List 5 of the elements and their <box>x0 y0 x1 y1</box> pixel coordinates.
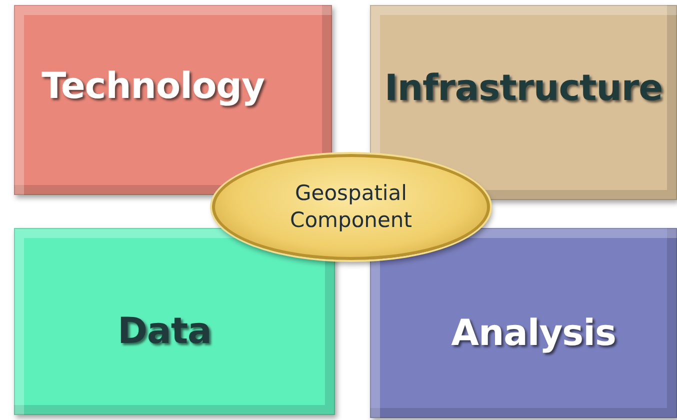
ellipse-label: Geospatial Component <box>289 180 413 234</box>
panel-title: Infrastructure <box>384 68 663 109</box>
panel-title: Technology <box>42 66 264 106</box>
panel-title: Analysis <box>451 312 616 354</box>
panel-title: Data <box>118 311 212 352</box>
